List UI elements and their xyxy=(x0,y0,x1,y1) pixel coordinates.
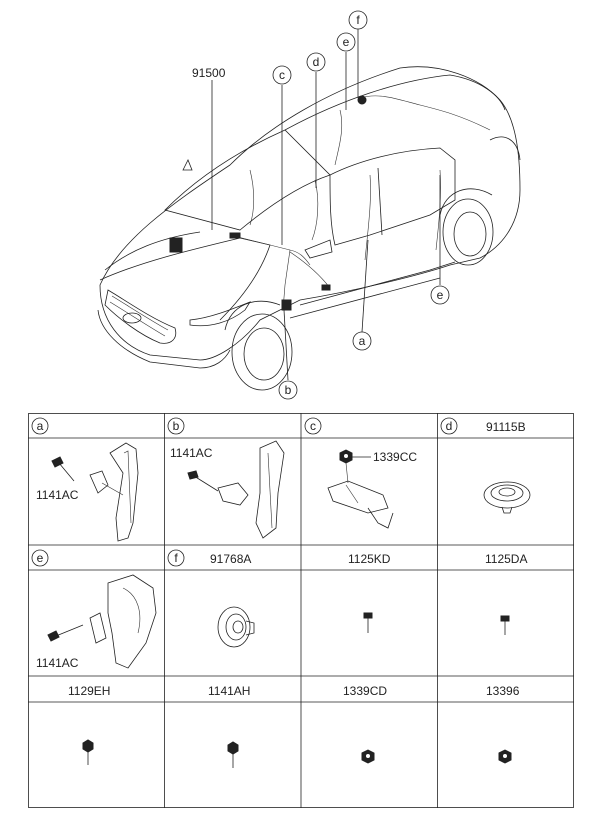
wiring-harness xyxy=(169,95,491,311)
cell-1125DA-header: 1125DA xyxy=(485,552,527,566)
cell-1129EH: 1129EH xyxy=(68,684,110,765)
cell-b: b 1141AC xyxy=(167,417,285,539)
cell-1125KD-header: 1125KD xyxy=(348,552,391,566)
bolt-icon xyxy=(47,624,84,642)
cell-f-header: 91768A xyxy=(210,552,251,566)
wheelhouse-bracket-illustration xyxy=(89,574,157,669)
cell-d-letter: d xyxy=(446,419,453,433)
nut-icon xyxy=(339,449,353,464)
cell-b-letter: b xyxy=(173,419,180,433)
callout-a: a xyxy=(352,331,372,351)
bolt-icon xyxy=(187,470,219,492)
callout-f: f xyxy=(348,10,368,30)
svg-text:b: b xyxy=(285,383,292,397)
callout-e-side: e xyxy=(430,285,450,305)
cell-1141AH-header: 1141AH xyxy=(208,684,250,698)
cell-c: c 1339CC xyxy=(304,417,417,529)
svg-text:a: a xyxy=(359,334,366,348)
parts-grid: a 1141AC b 1141AC c xyxy=(28,413,574,808)
svg-text:d: d xyxy=(313,55,320,69)
bolt-icon xyxy=(51,456,75,482)
cell-b-label: 1141AC xyxy=(170,446,213,460)
car-body-outline xyxy=(97,66,521,391)
cell-1129EH-header: 1129EH xyxy=(68,684,110,698)
cell-a-label: 1141AC xyxy=(36,488,79,502)
main-part-number: 91500 xyxy=(192,66,226,80)
cell-1125DA: 1125DA xyxy=(485,552,527,635)
cell-d-header: 91115B xyxy=(486,420,526,434)
svg-text:e: e xyxy=(343,35,350,49)
cell-1339CD-header: 1339CD xyxy=(343,684,387,698)
bolt-icon xyxy=(82,739,94,765)
svg-text:c: c xyxy=(279,68,285,82)
screw-icon xyxy=(500,615,510,635)
cell-1339CD: 1339CD xyxy=(343,684,387,764)
cell-e: e 1141AC xyxy=(31,549,157,670)
callout-b: b xyxy=(278,380,298,400)
callout-c: c xyxy=(272,65,292,85)
svg-text:f: f xyxy=(356,13,360,27)
cell-a-letter: a xyxy=(37,419,44,433)
cell-13396-header: 13396 xyxy=(486,684,520,698)
nut-icon xyxy=(361,749,375,764)
svg-text:e: e xyxy=(437,288,444,302)
cell-a: a 1141AC xyxy=(31,417,139,542)
bracket-pillar-illustration xyxy=(89,442,139,542)
nut-icon xyxy=(498,749,512,764)
cell-f: f 91768A xyxy=(167,549,255,648)
bolt-icon xyxy=(227,741,239,768)
callout-leaders xyxy=(281,28,441,381)
cell-1125KD: 1125KD xyxy=(348,552,391,633)
callout-d: d xyxy=(306,52,326,72)
grommet-icon xyxy=(217,606,255,648)
cell-c-label: 1339CC xyxy=(373,450,417,464)
cell-e-label: 1141AC xyxy=(36,656,79,670)
grid-lines xyxy=(28,413,574,808)
bracket-pillar-illustration xyxy=(217,440,285,539)
cell-1141AH: 1141AH xyxy=(208,684,250,768)
cell-13396: 13396 xyxy=(486,684,520,764)
cell-d: d 91115B xyxy=(440,417,531,514)
cell-f-letter: f xyxy=(174,551,178,565)
module-bracket-illustration xyxy=(327,462,394,529)
cell-c-letter: c xyxy=(310,419,316,433)
screw-icon xyxy=(363,612,373,633)
grommet-icon xyxy=(483,481,531,514)
cell-e-letter: e xyxy=(37,551,44,565)
wiring-overview-diagram: 91500 c d e f e a b xyxy=(97,10,521,400)
callout-e-top: e xyxy=(336,32,356,52)
